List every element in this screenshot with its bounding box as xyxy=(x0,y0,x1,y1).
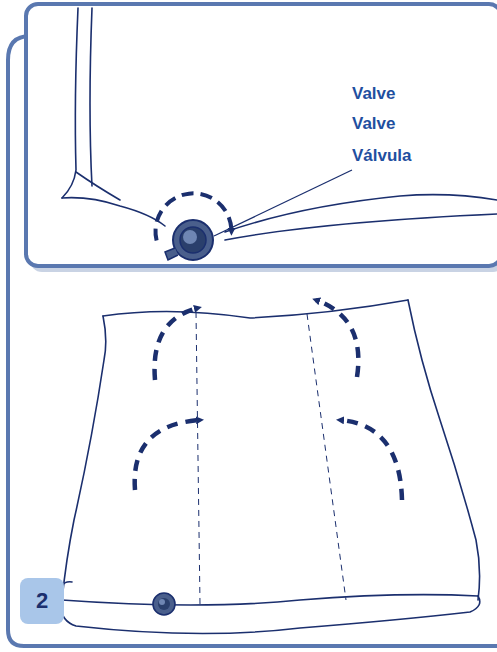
part-label: Válvula xyxy=(352,146,412,166)
part-label: Valve xyxy=(352,84,396,104)
fold-lines xyxy=(196,312,346,604)
rotate-arrow xyxy=(152,185,239,259)
pillow-folding xyxy=(61,300,480,634)
step-badge: 2 xyxy=(20,578,64,624)
inset-panel xyxy=(26,4,497,266)
pillow-corner xyxy=(62,8,497,240)
step-number: 2 xyxy=(36,588,48,614)
valve-symbol xyxy=(165,220,213,260)
part-label: Valve xyxy=(352,114,396,134)
fold-arrows xyxy=(135,300,402,500)
leader-line xyxy=(214,170,352,236)
valve-symbol xyxy=(153,593,175,615)
